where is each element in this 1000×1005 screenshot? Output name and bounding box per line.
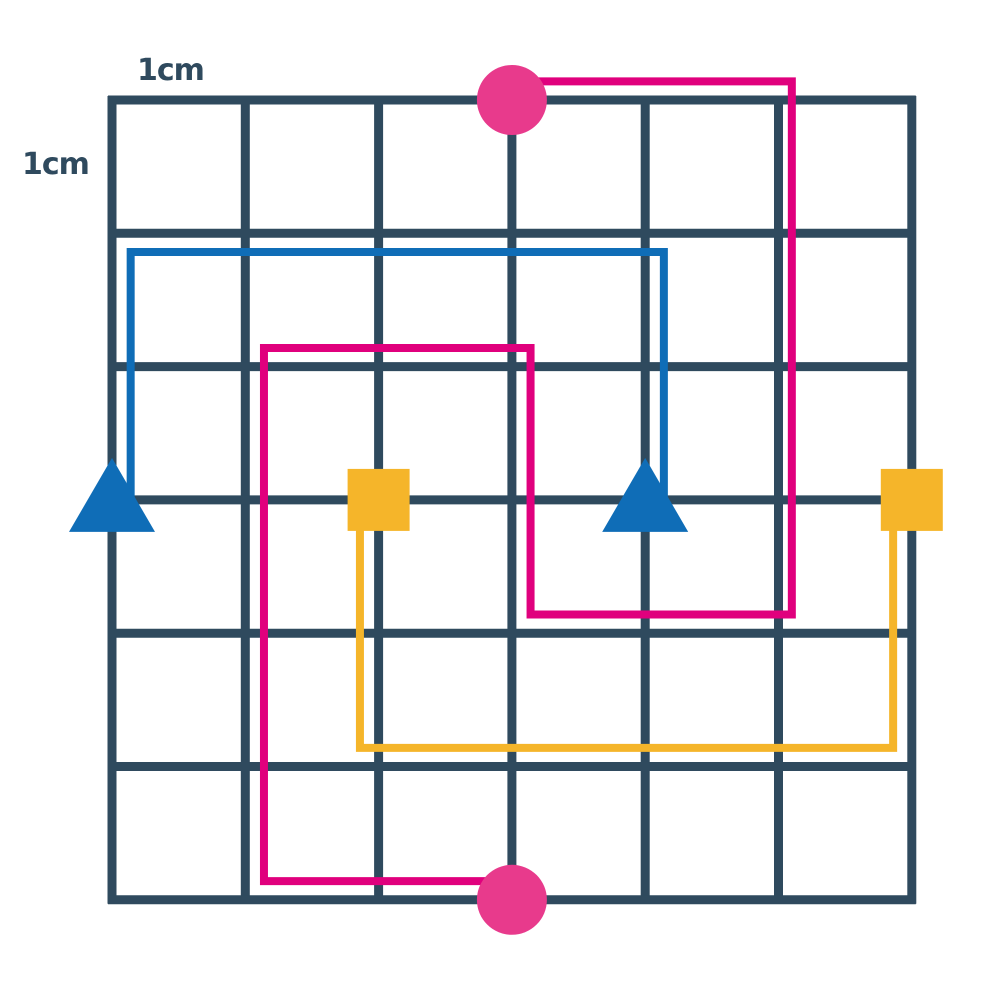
blue-triangle-left — [69, 457, 155, 532]
yellow-square-left — [347, 468, 410, 531]
pink-circle-bottom — [476, 864, 547, 935]
blue-triangle-right — [602, 457, 689, 532]
cell-width-label: 1cm — [137, 53, 205, 88]
cell-height-label: 1cm — [22, 147, 90, 182]
blue-path — [126, 247, 668, 500]
yellow-square-right — [880, 468, 943, 531]
pink-path-top — [259, 77, 796, 886]
pink-circle-top — [476, 65, 547, 135]
yellow-path — [355, 499, 898, 752]
